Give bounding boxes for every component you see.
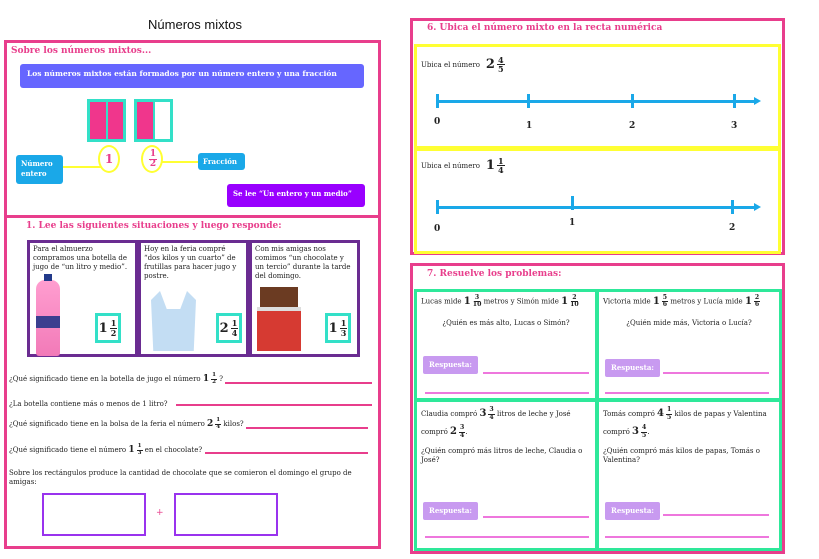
- card-text: Con mis amigas nos comimos “un chocolate…: [255, 245, 351, 280]
- tick: [527, 94, 530, 108]
- answer-line[interactable]: [483, 516, 589, 518]
- question-3: ¿Qué significado tiene en la bolsa de la…: [9, 417, 244, 430]
- answer-label: Respuesta:: [605, 502, 660, 520]
- answer-line-3[interactable]: [246, 427, 368, 429]
- question-2: ¿La botella contiene más o menos de 1 li…: [9, 400, 168, 408]
- answer-line[interactable]: [425, 536, 589, 538]
- card-text: Hoy en la feria compré “dos kilos y un c…: [144, 245, 237, 280]
- answer-label: Respuesta:: [605, 359, 660, 377]
- tick: [733, 94, 736, 108]
- juice-bottle-icon: [36, 274, 60, 356]
- tick: [731, 200, 734, 214]
- answer-label: Respuesta:: [423, 502, 478, 520]
- whole-unit-diagram: [87, 99, 126, 142]
- connector-line: [162, 161, 202, 163]
- section6-heading: 6. Ubica el número mixto en la recta num…: [427, 23, 663, 33]
- problem-question: ¿Quién compró más litros de leche, Claud…: [421, 447, 583, 464]
- situation-card-juice: Para el almuerzo compramos una botella d…: [27, 240, 138, 357]
- tick: [631, 94, 634, 108]
- card-text: Para el almuerzo compramos una botella d…: [33, 245, 128, 271]
- answer-line[interactable]: [663, 514, 769, 516]
- number-line[interactable]: [436, 206, 756, 209]
- answer-line-1[interactable]: [225, 382, 372, 384]
- section1-panel: 1. Lee las siguientes situaciones y lueg…: [4, 215, 381, 549]
- problem-question: ¿Quién es más alto, Lucas o Simón?: [442, 319, 570, 328]
- half-unit-diagram: [134, 99, 173, 142]
- plastic-bag-icon: [151, 291, 196, 351]
- answer-line[interactable]: [425, 392, 589, 394]
- tick-label: 1: [526, 121, 533, 131]
- chocolate-bar-icon: [257, 287, 301, 351]
- section1-heading: 1. Lee las siguientes situaciones y lueg…: [26, 221, 282, 231]
- section7-heading: 7. Resuelve los problemas:: [427, 269, 562, 279]
- question-1: ¿Qué significado tiene en la botella de …: [9, 372, 223, 385]
- arrow-head-icon: [754, 97, 761, 105]
- tick: [436, 94, 439, 108]
- problem-question: ¿Quién mide más, Victoria o Lucía?: [626, 319, 752, 328]
- section7-panel: 7. Resuelve los problemas:: [410, 263, 785, 554]
- fraction-label: Fracción: [198, 153, 245, 170]
- answer-line[interactable]: [605, 536, 769, 538]
- number-line[interactable]: [436, 100, 756, 103]
- answer-line[interactable]: [663, 372, 769, 374]
- tick: [436, 200, 439, 214]
- whole-number-label: Número entero: [16, 155, 63, 184]
- answer-line-4[interactable]: [205, 452, 368, 454]
- reading-label: Se lee “Un entero y un medio”: [227, 184, 365, 207]
- plus-sign: +: [156, 508, 164, 518]
- instruction: Sobre los rectángulos produce la cantida…: [9, 469, 352, 486]
- drawing-rectangle-1[interactable]: [42, 493, 146, 536]
- tick-label: 2: [629, 121, 636, 131]
- tick-label: 1: [569, 218, 576, 228]
- tick-label: 0: [434, 224, 441, 234]
- tick: [571, 196, 574, 210]
- drawing-rectangle-2[interactable]: [174, 493, 278, 536]
- answer-line[interactable]: [605, 392, 769, 394]
- situation-card-bag: Hoy en la feria compré “dos kilos y un c…: [138, 240, 249, 357]
- answer-line[interactable]: [483, 372, 589, 374]
- connector-line: [62, 166, 102, 168]
- tick-label: 3: [731, 121, 738, 131]
- intro-heading: Sobre los números mixtos...: [11, 46, 152, 56]
- intro-banner: Los números mixtos están formados por un…: [20, 64, 364, 88]
- problem-question: ¿Quién compró más kilos de papas, Tomás …: [603, 447, 760, 464]
- answer-line-2[interactable]: [176, 404, 372, 406]
- arrow-head-icon: [754, 203, 761, 211]
- tick-label: 2: [729, 223, 736, 233]
- intro-panel: Sobre los números mixtos... Los números …: [4, 40, 381, 218]
- tick-label: 0: [434, 117, 441, 127]
- whole-number-circle: 1: [98, 145, 120, 173]
- answer-label: Respuesta:: [423, 356, 478, 374]
- situation-card-chocolate: Con mis amigas nos comimos “un chocolate…: [249, 240, 360, 357]
- page-title: Números mixtos: [148, 17, 242, 32]
